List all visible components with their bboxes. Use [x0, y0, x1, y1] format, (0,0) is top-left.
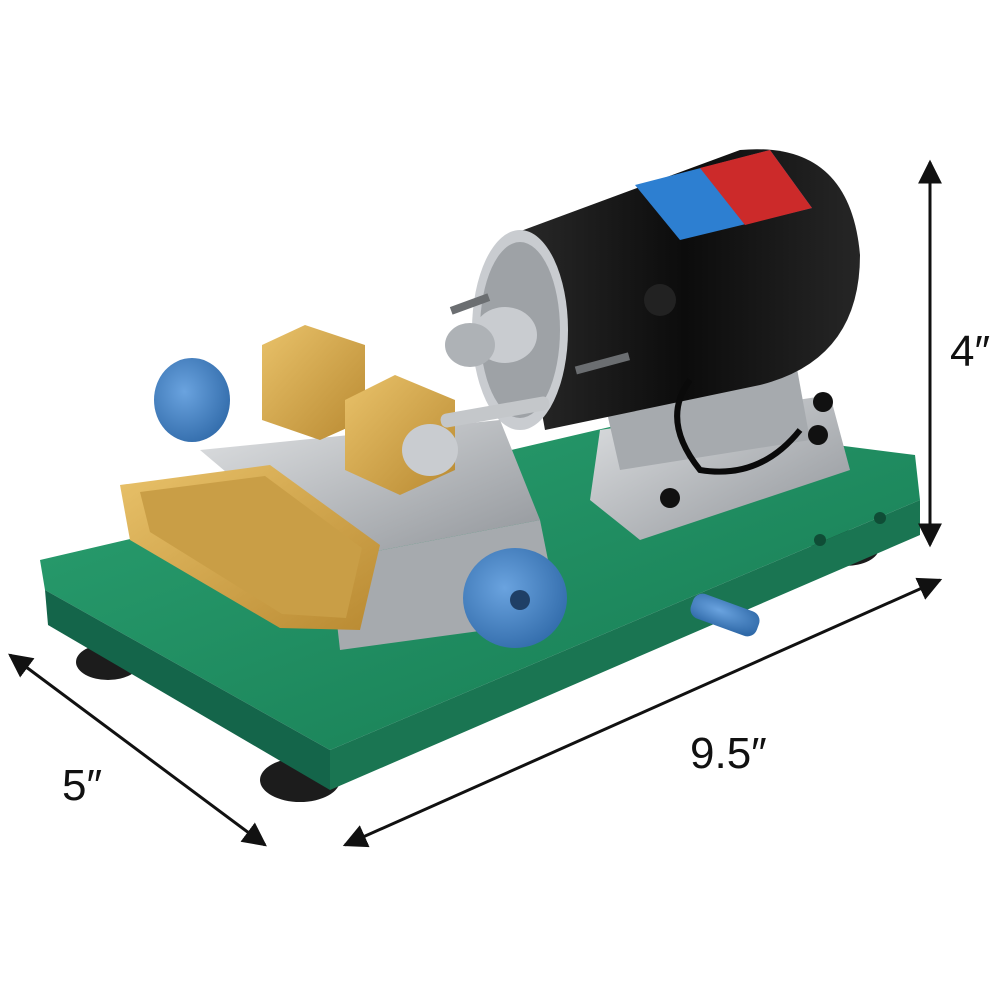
- length-dimension-label: 9.5″: [690, 729, 767, 778]
- brass-tray: [120, 465, 380, 630]
- length-arrow: [342, 577, 943, 848]
- dimension-arrows: [8, 159, 943, 848]
- width-arrow: [8, 653, 267, 847]
- drill-chuck: [445, 293, 631, 375]
- height-dimension-label: 4″: [950, 327, 991, 376]
- width-dimension-label: 5″: [62, 761, 103, 810]
- brass-clamp-blocks: [262, 325, 550, 495]
